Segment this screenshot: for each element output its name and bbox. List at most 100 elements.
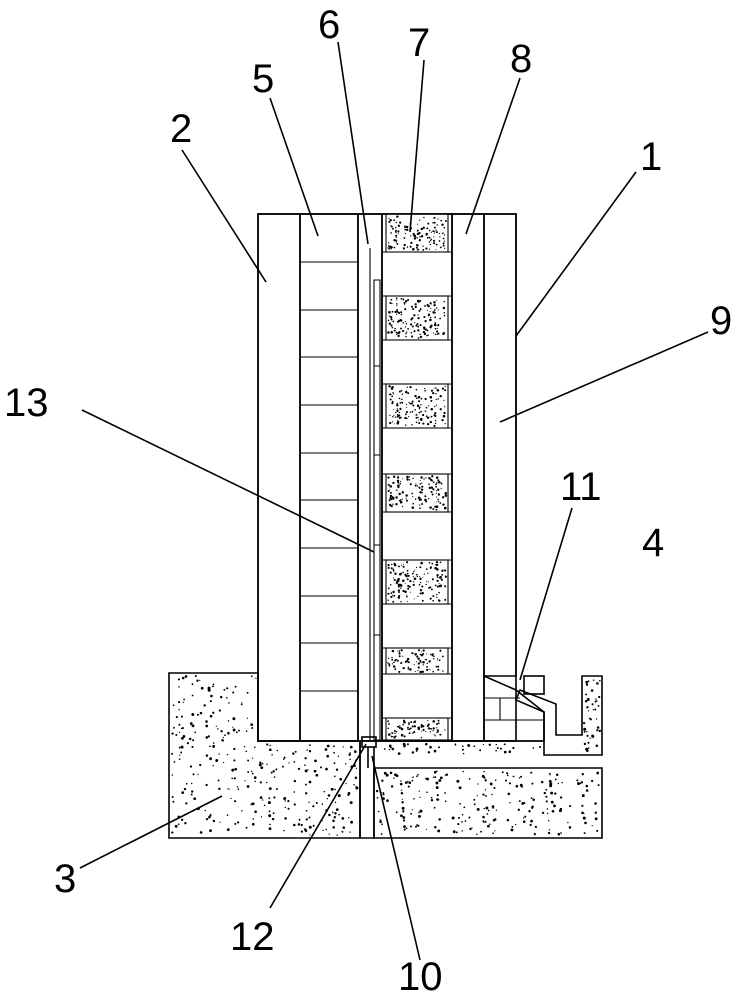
speckle-dot — [381, 779, 384, 782]
speckle-dot — [395, 581, 399, 585]
speckle-dot — [247, 770, 250, 773]
speckle-dot — [334, 788, 336, 791]
speckle-dot — [398, 650, 401, 652]
speckle-dot — [438, 779, 442, 782]
speckle-dot — [426, 662, 429, 665]
speckle-dot — [477, 783, 479, 785]
speckle-dot — [435, 398, 437, 401]
speckle-dot — [400, 733, 404, 737]
speckle-dot — [414, 498, 417, 500]
speckle-dot — [411, 572, 414, 575]
speckle-dot — [406, 406, 408, 408]
speckle-dot — [596, 726, 600, 729]
speckle-dot — [546, 808, 549, 810]
speckle-dot — [388, 220, 391, 223]
speckle-dot — [401, 491, 405, 494]
speckle-dot — [492, 807, 494, 809]
speckle-dot — [349, 831, 351, 833]
speckle-dot — [268, 748, 272, 752]
label-10: 10 — [398, 955, 443, 999]
speckle-dot — [332, 819, 335, 823]
speckle-dot — [548, 779, 552, 783]
speckle-dot — [393, 777, 395, 779]
speckle-dot — [178, 731, 181, 734]
speckle-dot — [437, 719, 440, 722]
speckle-dot — [393, 246, 396, 249]
speckle-dot — [421, 413, 425, 417]
speckle-dot — [487, 824, 490, 828]
block-joint — [382, 383, 452, 429]
speckle-dot — [429, 731, 432, 733]
label-3: 3 — [54, 857, 76, 901]
speckle-dot — [439, 246, 442, 249]
speckle-dot — [387, 592, 390, 595]
speckle-dot — [315, 773, 319, 777]
speckle-dot — [396, 303, 398, 305]
speckle-dot — [325, 828, 328, 831]
speckle-dot — [440, 487, 442, 490]
speckle-dot — [394, 229, 397, 232]
speckle-dot — [442, 332, 446, 335]
speckle-dot — [523, 817, 525, 819]
speckle-dot — [428, 248, 431, 250]
speckle-dot — [396, 402, 399, 405]
speckle-dot — [464, 820, 467, 822]
speckle-dot — [489, 782, 493, 786]
speckle-dot — [344, 763, 347, 765]
speckle-dot — [440, 219, 443, 222]
speckle-dot — [586, 698, 590, 701]
speckle-dot — [426, 416, 430, 419]
speckle-dot — [427, 751, 431, 754]
speckle-dot — [413, 314, 416, 317]
speckle-dot — [405, 335, 407, 338]
speckle-dot — [354, 776, 358, 780]
speckle-dot — [418, 239, 421, 242]
speckle-dot — [486, 813, 489, 815]
speckle-dot — [212, 765, 214, 767]
speckle-dot — [415, 324, 418, 327]
speckle-dot — [581, 804, 584, 807]
speckle-dot — [190, 723, 193, 726]
speckle-dot — [437, 493, 441, 496]
speckle-dot — [294, 750, 297, 753]
speckle-dot — [349, 758, 351, 761]
speckle-dot — [430, 486, 434, 489]
speckle-dot — [415, 566, 418, 569]
speckle-dot — [507, 792, 511, 796]
speckle-dot — [171, 774, 173, 776]
speckle-dot — [582, 816, 586, 820]
speckle-dot — [308, 780, 312, 784]
speckle-dot — [182, 734, 186, 738]
speckle-dot — [400, 572, 403, 574]
speckle-dot — [402, 571, 405, 574]
speckle-dot — [434, 322, 437, 324]
speckle-dot — [189, 765, 193, 768]
speckle-dot — [396, 579, 399, 582]
speckle-dot — [174, 824, 178, 828]
speckle-dot — [390, 315, 393, 319]
speckle-dot — [437, 218, 439, 220]
speckle-dot — [293, 803, 296, 806]
speckle-dot — [436, 730, 439, 733]
speckle-dot — [205, 783, 208, 787]
speckle-dot — [396, 308, 398, 311]
speckle-dot — [440, 578, 443, 581]
speckle-dot — [402, 816, 406, 819]
speckle-dot — [409, 483, 412, 486]
speckle-dot — [422, 729, 425, 732]
speckle-dot — [427, 222, 430, 225]
speckle-dot — [419, 480, 421, 482]
speckle-dot — [503, 743, 506, 746]
speckle-dot — [407, 328, 409, 330]
speckle-dot — [411, 400, 414, 403]
speckle-dot — [435, 229, 437, 231]
speckle-dot — [591, 825, 593, 827]
speckle-dot — [399, 725, 401, 727]
layer-7-mortar-blocks — [381, 213, 453, 742]
speckle-dot — [393, 571, 395, 573]
speckle-dot — [557, 832, 561, 836]
speckle-dot — [428, 236, 431, 239]
speckle-dot — [418, 411, 421, 414]
speckle-dot — [417, 657, 420, 661]
speckle-dot — [420, 419, 423, 421]
